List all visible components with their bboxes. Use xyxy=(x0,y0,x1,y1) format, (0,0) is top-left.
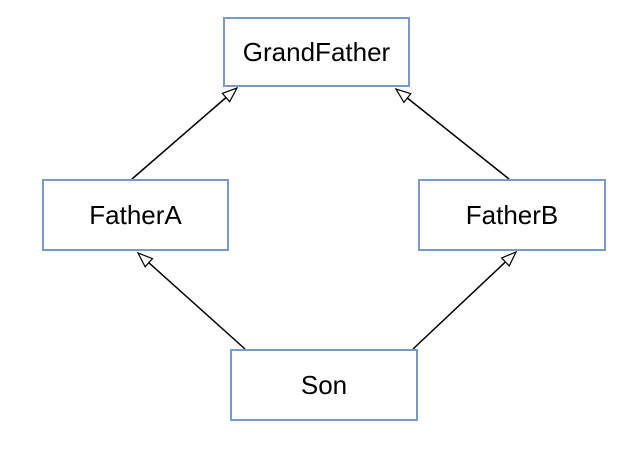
node-fathera[interactable]: FatherA xyxy=(42,179,229,251)
edge-son-to-fatherb[interactable] xyxy=(412,250,518,350)
node-grandfather[interactable]: GrandFather xyxy=(223,17,410,87)
node-son[interactable]: Son xyxy=(230,349,418,421)
edge-son-to-fathera[interactable] xyxy=(136,251,246,350)
edge-fathera-to-grandfather[interactable] xyxy=(131,86,239,180)
node-fatherb[interactable]: FatherB xyxy=(418,179,606,251)
node-label-fatherb: FatherB xyxy=(465,199,559,230)
edge-fatherb-to-grandfather[interactable] xyxy=(394,87,510,180)
node-label-fathera: FatherA xyxy=(89,199,182,230)
node-label-grandfather: GrandFather xyxy=(242,36,391,67)
node-label-son: Son xyxy=(300,369,348,400)
